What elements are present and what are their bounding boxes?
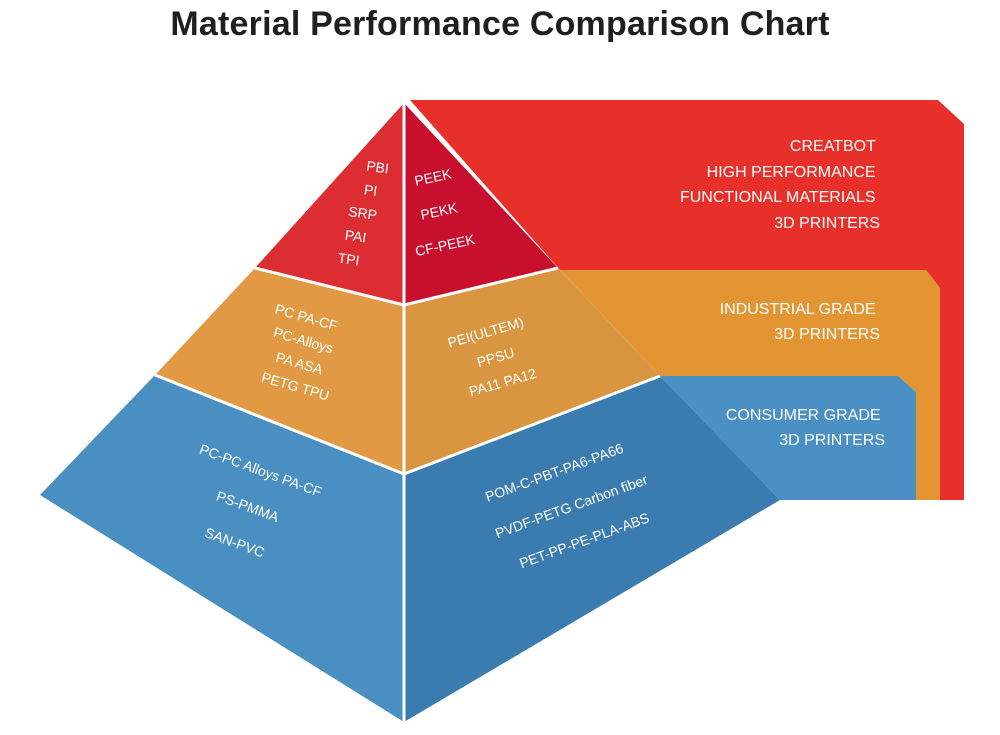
svg-text:PAI: PAI: [344, 227, 368, 246]
svg-text:PI: PI: [363, 181, 378, 199]
pyramid-middle-right-face: [404, 268, 660, 474]
svg-text:SRP: SRP: [347, 203, 378, 223]
svg-text:PEKK: PEKK: [419, 199, 460, 223]
face-top-left-labels: PBI PI SRP PAI TPI: [337, 158, 390, 269]
svg-text:TPI: TPI: [337, 250, 361, 269]
band-top-high-performance: [410, 100, 964, 500]
band-middle-label: INDUSTRIAL GRADE 3D PRINTERS: [720, 301, 880, 343]
band-middle-industrial: [560, 270, 940, 500]
pyramid-middle-left-face: [155, 268, 404, 474]
pyramid-bottom-right-face: [404, 376, 780, 722]
pyramid-top-left-face: [255, 103, 404, 305]
svg-text:PBI: PBI: [365, 158, 390, 177]
pyramid-bottom-left-face: [40, 375, 404, 722]
band-top-label: CREATBOT HIGH PERFORMANCE FUNCTIONAL MAT…: [680, 138, 880, 232]
band-bottom-label: CONSUMER GRADE 3D PRINTERS: [726, 407, 885, 449]
pyramid-edges: [154, 103, 661, 722]
page-title: Material Performance Comparison Chart: [170, 5, 830, 43]
svg-text:PEEK: PEEK: [413, 165, 454, 189]
band-bottom-consumer: [660, 376, 916, 500]
pyramid-top-right-face: [404, 103, 558, 305]
